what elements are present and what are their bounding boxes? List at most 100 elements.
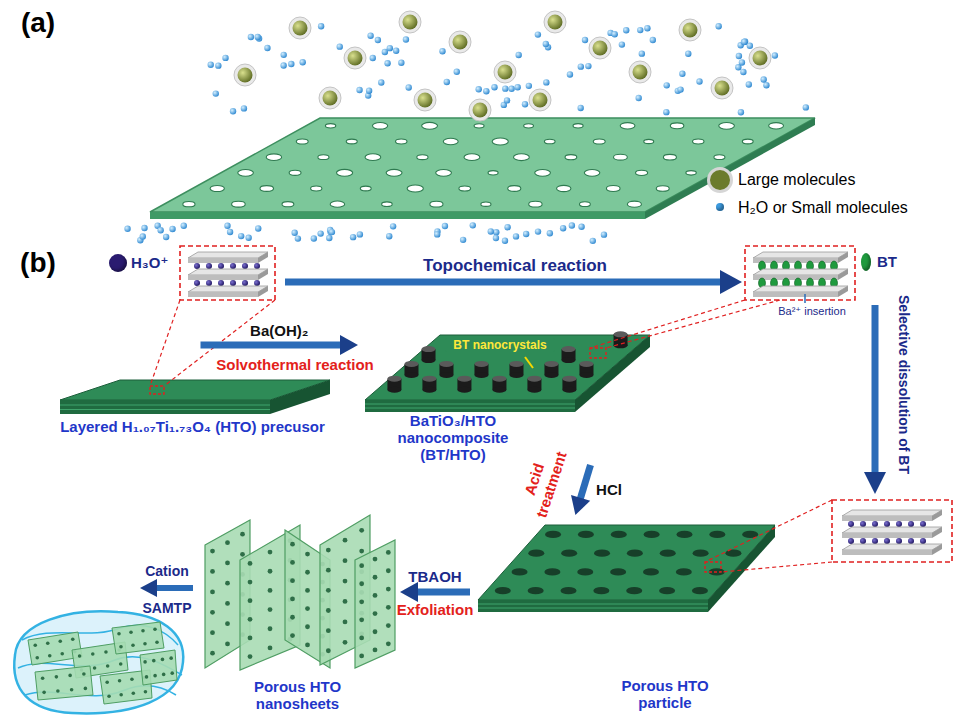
hydronium-ion: [848, 538, 854, 544]
pore: [373, 611, 378, 616]
pore: [610, 568, 626, 575]
large-molecule: [293, 21, 308, 36]
pore: [91, 652, 95, 656]
process-arrow: [156, 585, 193, 591]
hydronium-ion: [254, 263, 260, 269]
layer-line: [365, 408, 575, 409]
legend-holder: H₃O⁺: [131, 254, 351, 272]
stage-node: BaTiO₃/HTO nanocomposite (BT/HTO): [358, 300, 660, 465]
method-label: Solvothermal reaction: [205, 356, 385, 374]
pore: [407, 185, 423, 192]
nanosheet-tile: [35, 666, 93, 700]
pore: [422, 122, 438, 129]
pore: [365, 154, 381, 161]
pore: [544, 139, 555, 144]
pore: [660, 550, 676, 557]
bt-nanocrystal: [492, 376, 506, 382]
pore: [268, 550, 273, 555]
pore: [105, 680, 109, 684]
large-molecule: [473, 103, 488, 118]
pore: [143, 642, 147, 646]
small-molecule: [329, 229, 335, 235]
pore: [210, 549, 215, 554]
bt-nanocrystal: [422, 376, 436, 382]
method-label: Exfoliation: [380, 601, 490, 619]
small-molecule: [742, 38, 748, 44]
small-molecule: [513, 233, 519, 239]
pore: [238, 169, 254, 176]
pore: [55, 675, 59, 679]
small-molecule: [403, 36, 409, 42]
pore: [296, 139, 308, 144]
pore: [305, 643, 310, 648]
hydronium-ion: [218, 263, 224, 269]
pore: [330, 201, 344, 207]
bt-nanocrystal: [439, 372, 453, 378]
molecule-halo: [319, 87, 341, 109]
small-molecule: [504, 224, 510, 230]
pore: [644, 139, 654, 143]
small-molecule: [241, 105, 247, 111]
arrow-head: [571, 495, 590, 515]
label-holder: Topochemical reaction: [375, 256, 655, 276]
pore: [141, 629, 145, 633]
small-molecule: [169, 226, 175, 232]
bt-hto-plate-side: [575, 335, 650, 412]
small-molecule: [746, 81, 752, 87]
small-molecule: [454, 69, 460, 75]
host-layer: [842, 510, 942, 516]
pore: [359, 617, 364, 622]
small-molecule: [295, 235, 301, 241]
pore: [82, 672, 86, 676]
pore: [290, 578, 295, 583]
arrow-head: [140, 579, 157, 597]
panel-label: (a): [8, 6, 68, 40]
zoom-mark: [590, 348, 606, 358]
small-molecule: [255, 225, 261, 231]
large-molecule: [548, 15, 563, 30]
pore: [155, 640, 159, 644]
layer-line: [60, 405, 270, 406]
large-molecule: [715, 81, 730, 96]
small-molecule: [677, 86, 683, 92]
pore: [627, 550, 643, 557]
small-molecule: [741, 39, 747, 45]
pore: [396, 139, 407, 144]
small-molecule: [326, 235, 332, 241]
nanosheet-tile: [112, 622, 164, 654]
small-molecule: [238, 233, 244, 239]
bt-nanocrystal: [614, 331, 628, 337]
hydronium-ion: [194, 263, 200, 269]
pore: [359, 581, 364, 586]
pore: [117, 632, 121, 636]
legend-swatch: [861, 253, 871, 271]
pore: [386, 550, 391, 555]
pore: [68, 674, 72, 678]
pore: [343, 558, 348, 563]
small-molecule: [763, 82, 769, 88]
pore: [386, 169, 402, 176]
small-molecule: [406, 84, 412, 90]
molecule-halo: [711, 77, 733, 99]
bt-nanocrystal: [404, 361, 418, 367]
legend-swatch: [716, 203, 724, 211]
host-layer: [842, 527, 942, 533]
connector-line: [416, 589, 470, 596]
legend-holder: H₂O or Small molecules: [738, 198, 958, 217]
layer-line: [365, 404, 575, 405]
pore: [106, 664, 110, 668]
pore: [524, 124, 534, 128]
small-molecule: [181, 223, 187, 229]
small-molecule: [547, 230, 553, 236]
small-molecule: [590, 238, 596, 244]
host-layer-side: [258, 252, 268, 263]
pore: [107, 694, 111, 698]
pore: [611, 531, 627, 538]
pore: [84, 687, 88, 691]
small-molecule: [522, 101, 528, 107]
pore: [430, 201, 443, 207]
pore: [508, 186, 521, 192]
process-arrow: [285, 279, 722, 286]
leader-line: [606, 300, 780, 348]
pore: [78, 654, 82, 658]
